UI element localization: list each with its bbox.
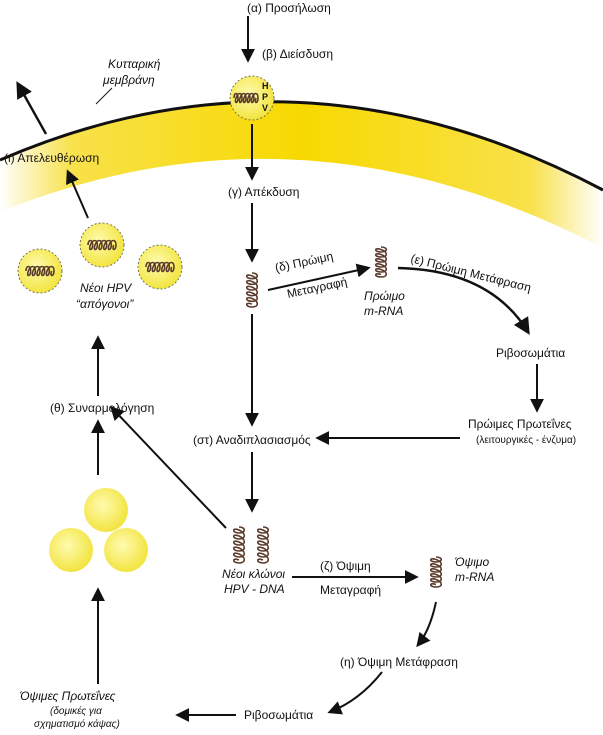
capsid	[104, 528, 148, 572]
empty-capsids	[49, 488, 148, 572]
hpv-letter-h: H	[262, 81, 269, 91]
new-clones-label-1: Νέοι κλώνοι	[222, 567, 285, 581]
viral-dna	[245, 272, 259, 308]
late-proteins-label-1: Όψιμες Πρωτεΐνες	[19, 689, 116, 703]
late-mrna-label-1: Όψιμο	[454, 555, 489, 569]
progeny-label-2: “απόγονοι”	[76, 297, 134, 311]
label-early-proteins-sub: (λειτουργικές - ένζυμα)	[476, 434, 576, 446]
label-replication: (στ) Αναδιπλασιασμός	[193, 433, 311, 447]
virion-dna	[25, 265, 55, 277]
late-proteins-label-2: (δομικές για	[50, 705, 102, 717]
early-mrna	[374, 246, 388, 278]
membrane-pointer	[95, 87, 113, 105]
arrow-release-out	[16, 81, 48, 135]
progeny-label-1: Νέοι HPV	[80, 281, 132, 295]
label-early-translation: (ε) Πρώιμη Μετάφραση	[409, 251, 532, 294]
entering-virion: H P V	[229, 75, 275, 121]
membrane-band	[0, 101, 603, 248]
new-clones-label-2: HPV - DNA	[224, 582, 285, 596]
label-attachment: (α) Προσήλωση	[247, 1, 331, 15]
dna-coil	[233, 92, 259, 104]
label-assembly: (θ) Συναρμολόγηση	[50, 401, 154, 415]
hpv-letter-p: P	[262, 92, 268, 102]
label-late-translation: (η) Όψιμη Μετάφραση	[340, 655, 458, 669]
arrow-early-transcription	[267, 263, 371, 291]
progeny-virions	[17, 222, 183, 294]
label-late: (ζ) Όψιμη	[320, 559, 371, 573]
arrow-early-translation	[397, 266, 530, 335]
virion-dna	[145, 261, 175, 273]
arrow-to-ribosomes-late	[327, 671, 383, 715]
label-late-transcription: Μεταγραφή	[320, 583, 381, 597]
label-penetration: (β) Διείσδυση	[262, 47, 333, 61]
label-release: (ι) Απελευθέρωση	[4, 151, 99, 165]
membrane-label-2: μεμβράνη	[102, 73, 155, 87]
label-ribosomes-late: Ριβοσωμάτια	[244, 708, 313, 722]
mrna-coil	[429, 556, 443, 588]
late-mrna-label-2: m-RNA	[455, 570, 494, 584]
late-proteins-label-3: σχηματισμό κάψας)	[34, 718, 120, 730]
new-dna-clones	[232, 526, 270, 564]
virion-dna	[87, 239, 117, 251]
cell-membrane	[0, 100, 603, 192]
hpv-letter-v: V	[262, 103, 268, 113]
clone-coil-2	[256, 526, 270, 564]
label-ribosomes-early: Ριβοσωμάτια	[496, 346, 565, 360]
arrow-clones-to-assembly	[110, 405, 227, 529]
late-mrna	[429, 556, 443, 588]
dna-coil	[245, 272, 259, 308]
early-mrna-label-2: m-RNA	[364, 304, 403, 318]
early-mrna-label-1: Πρώιμο	[364, 289, 405, 303]
label-early-proteins: Πρώιμες Πρωτεΐνες	[468, 417, 572, 431]
mrna-coil	[374, 246, 388, 278]
arrow-to-release	[66, 169, 89, 219]
capsid	[84, 488, 128, 532]
capsid	[49, 528, 93, 572]
label-early: (δ) Πρώιμη	[274, 249, 335, 275]
arrow-to-late-translation	[416, 601, 437, 648]
label-uncoating: (γ) Απέκδυση	[228, 185, 299, 199]
membrane-label-1: Κυτταρική	[108, 57, 161, 71]
clone-coil-1	[232, 526, 246, 564]
